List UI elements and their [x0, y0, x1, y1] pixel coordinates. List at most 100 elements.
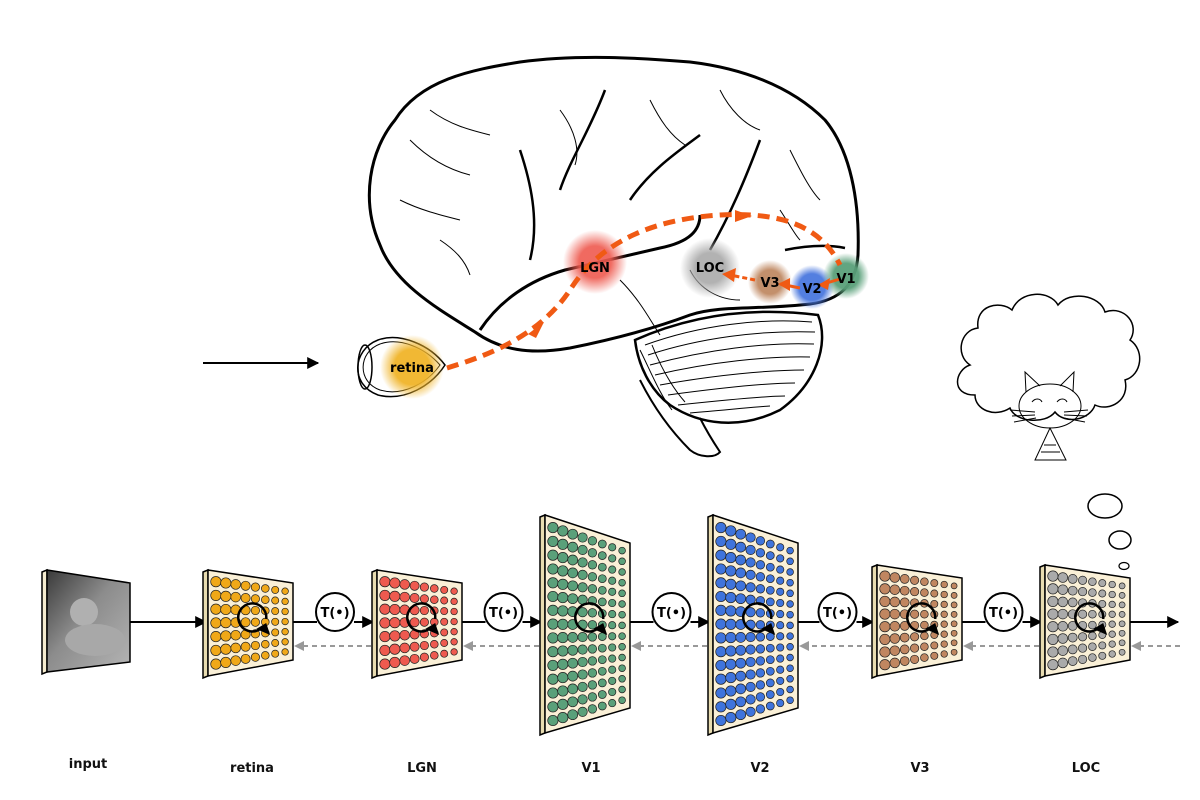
- neuron-unit: [567, 528, 579, 540]
- neuron-unit: [725, 618, 737, 630]
- neuron-unit: [1078, 587, 1088, 597]
- neuron-unit: [725, 632, 737, 644]
- neuron-unit: [389, 643, 401, 655]
- transform-label: T(•): [989, 606, 1018, 621]
- neuron-unit: [618, 546, 626, 555]
- neuron-unit: [920, 642, 929, 651]
- neuron-unit: [220, 617, 232, 629]
- neuron-unit: [776, 632, 785, 641]
- neuron-unit: [1098, 599, 1107, 608]
- region-label-v2: V2: [802, 282, 821, 297]
- transform-node: [983, 592, 1024, 632]
- model-pipeline: T(•)T(•)T(•)T(•)T(•): [41, 513, 1180, 737]
- neuron-unit: [271, 617, 280, 626]
- stage-label-loc: LOC: [1071, 761, 1101, 776]
- recurrent-arrowhead: [761, 623, 776, 635]
- neuron-unit: [786, 632, 794, 640]
- neuron-unit: [230, 655, 241, 666]
- neuron-unit: [1108, 630, 1116, 638]
- neuron-unit: [567, 593, 579, 605]
- neuron-unit: [220, 590, 232, 602]
- neuron-unit: [557, 712, 569, 724]
- neuron-unit: [745, 557, 756, 568]
- neuron-unit: [930, 589, 939, 598]
- neuron-unit: [899, 585, 910, 596]
- cerebellum-outline: [633, 310, 824, 424]
- recurrent-loop-icon: [406, 602, 437, 633]
- neuron-unit: [597, 666, 607, 676]
- neuron-unit: [587, 656, 598, 666]
- neuron-unit: [450, 617, 458, 626]
- neuron-unit: [547, 701, 559, 713]
- stage-label-v3: V3: [910, 761, 930, 776]
- neuron-unit: [745, 607, 756, 618]
- neuron-unit: [419, 582, 429, 592]
- neuron-unit: [547, 522, 559, 534]
- neuron-unit: [715, 590, 727, 603]
- neuron-unit: [557, 645, 569, 657]
- neuron-unit: [776, 576, 785, 585]
- neuron-unit: [379, 658, 391, 670]
- stage-label-input: input: [68, 757, 108, 772]
- neuron-unit: [567, 696, 579, 708]
- neuron-unit: [577, 669, 588, 680]
- neuron-unit: [765, 597, 775, 607]
- transform-node: [651, 592, 692, 632]
- layer-lgn: [371, 568, 463, 680]
- neuron-unit: [389, 630, 401, 642]
- neuron-unit: [776, 543, 785, 552]
- neuron-unit: [547, 577, 559, 589]
- neuron-unit: [899, 597, 910, 608]
- neuron-unit: [725, 592, 737, 604]
- neuron-unit: [1047, 570, 1059, 582]
- neuron-unit: [755, 668, 766, 678]
- neuron-unit: [597, 539, 607, 549]
- neuron-unit: [281, 587, 289, 595]
- neuron-unit: [567, 554, 579, 566]
- neuron-unit: [557, 658, 569, 670]
- neuron-unit: [1047, 621, 1059, 633]
- neuron-unit: [597, 643, 607, 653]
- transform-node: [483, 592, 524, 632]
- neuron-unit: [261, 584, 270, 593]
- neuron-unit: [735, 554, 747, 566]
- neuron-unit: [389, 590, 401, 602]
- neuron-unit: [608, 621, 617, 630]
- neuron-unit: [608, 543, 617, 552]
- neuron-unit: [735, 644, 747, 656]
- neuron-unit: [735, 657, 747, 669]
- neuron-unit: [1047, 595, 1059, 607]
- neuron-unit: [240, 617, 251, 628]
- neuron-unit: [1118, 620, 1126, 628]
- neuron-unit: [1067, 632, 1078, 643]
- neuron-unit: [1088, 642, 1097, 651]
- neuron-unit: [577, 532, 588, 543]
- neuron-unit: [715, 646, 727, 658]
- neuron-unit: [1108, 640, 1116, 648]
- neuron-unit: [230, 579, 241, 590]
- neuron-unit: [889, 596, 901, 608]
- neuron-unit: [1098, 579, 1107, 588]
- neuron-unit: [715, 522, 727, 534]
- neuron-unit: [587, 536, 598, 546]
- region-loc-blob: [680, 238, 740, 298]
- neuron-unit: [735, 632, 747, 643]
- neuron-unit: [765, 643, 775, 653]
- neuron-unit: [210, 603, 222, 615]
- neuron-unit: [557, 538, 569, 550]
- transform-label: T(•): [823, 606, 852, 621]
- neuron-unit: [1118, 611, 1126, 618]
- neuron-unit: [889, 633, 901, 644]
- neuron-unit: [210, 617, 222, 629]
- neuron-unit: [755, 584, 766, 594]
- neuron-unit: [281, 597, 289, 606]
- neuron-unit: [587, 608, 598, 618]
- neuron-unit: [765, 690, 775, 699]
- neuron-unit: [577, 607, 588, 618]
- neuron-unit: [715, 577, 727, 589]
- neuron-unit: [1078, 632, 1088, 642]
- neuron-unit: [755, 572, 766, 582]
- neuron-unit: [547, 714, 559, 727]
- neuron-unit: [450, 597, 458, 606]
